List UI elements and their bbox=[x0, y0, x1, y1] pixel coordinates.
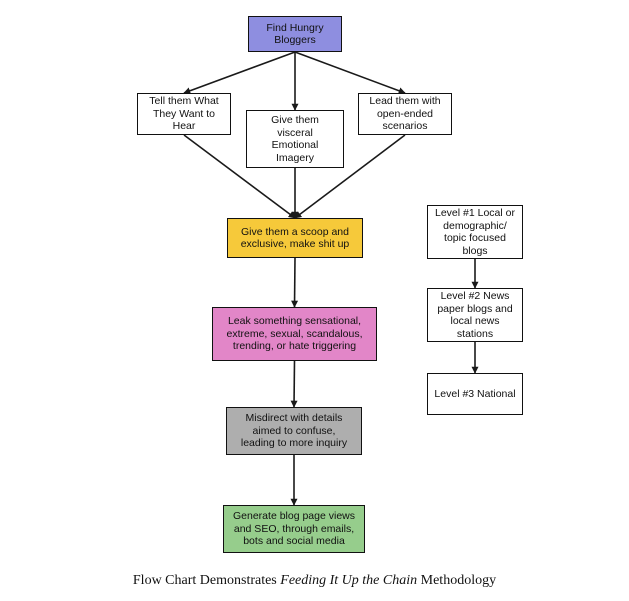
node-level-3: Level #3 National bbox=[427, 373, 523, 415]
node-level3-label: Level #3 National bbox=[434, 387, 516, 400]
node-leak-sensational: Leak something sensational, extreme, sex… bbox=[212, 307, 377, 361]
node-visceral-imagery: Give them visceral Emotional Imagery bbox=[246, 110, 344, 168]
node-scoop-label: Give them a scoop and exclusive, make sh… bbox=[240, 225, 350, 251]
arrow-lead-to-scoop bbox=[294, 134, 406, 219]
figure-caption: Flow Chart Demonstrates Feeding It Up th… bbox=[0, 573, 629, 589]
arrow-find-to-tell bbox=[183, 51, 296, 95]
node-tell-label: Tell them What They Want to Hear bbox=[149, 95, 219, 133]
node-lead-open-ended: Lead them with open-ended scenarios bbox=[358, 93, 452, 135]
node-generate-label: Generate blog page views and SEO, throug… bbox=[233, 510, 355, 548]
node-level1-label: Level #1 Local or demographic/ topic foc… bbox=[435, 207, 515, 257]
node-misdirect-label: Misdirect with details aimed to confuse,… bbox=[240, 412, 348, 450]
node-find-hungry-bloggers: Find Hungry Bloggers bbox=[248, 16, 342, 52]
node-generate-page-views: Generate blog page views and SEO, throug… bbox=[223, 505, 365, 553]
node-leak-label: Leak something sensational, extreme, sex… bbox=[226, 315, 363, 353]
node-misdirect: Misdirect with details aimed to confuse,… bbox=[226, 407, 362, 455]
arrow-leak-to-misdirect bbox=[290, 360, 298, 408]
node-level-1: Level #1 Local or demographic/ topic foc… bbox=[427, 205, 523, 259]
node-visceral-label: Give them visceral Emotional Imagery bbox=[271, 114, 319, 164]
arrow-scoop-to-leak bbox=[291, 257, 299, 308]
caption-italic: Feeding It Up the Chain bbox=[280, 573, 418, 588]
node-tell-them-what-they-want: Tell them What They Want to Hear bbox=[137, 93, 231, 135]
arrow-find-to-lead bbox=[294, 51, 406, 95]
node-level-2: Level #2 News paper blogs and local news… bbox=[427, 288, 523, 342]
node-give-scoop: Give them a scoop and exclusive, make sh… bbox=[227, 218, 363, 258]
caption-suffix: Methodology bbox=[417, 573, 497, 588]
caption-prefix: Flow Chart Demonstrates bbox=[132, 573, 281, 588]
arrow-tell-to-scoop bbox=[183, 134, 296, 219]
node-find-label: Find Hungry Bloggers bbox=[266, 21, 324, 47]
node-lead-label: Lead them with open-ended scenarios bbox=[369, 95, 441, 133]
node-level2-label: Level #2 News paper blogs and local news… bbox=[437, 290, 513, 340]
